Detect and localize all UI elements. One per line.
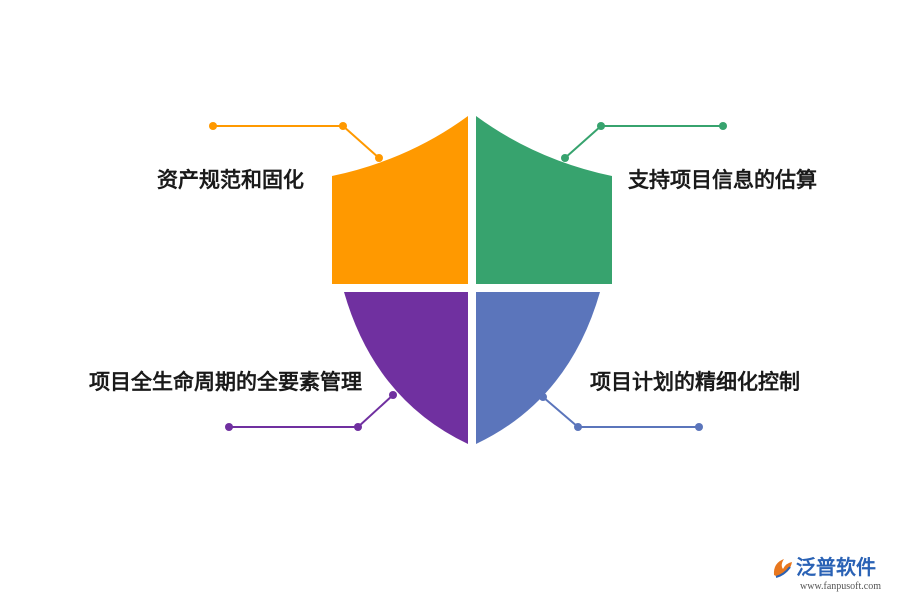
connector-top-left — [213, 125, 380, 159]
quadrant-bottom-left — [344, 292, 468, 444]
watermark: 泛普软件 www.fanpusoft.com — [770, 553, 894, 597]
connector-dot — [719, 122, 727, 130]
connector-dot — [539, 393, 547, 401]
watermark-url: www.fanpusoft.com — [800, 581, 882, 592]
connector-dot — [339, 122, 347, 130]
connector-dot — [375, 154, 383, 162]
label-bottom-left: 项目全生命周期的全要素管理 — [89, 370, 362, 394]
connector-dot — [389, 391, 397, 399]
connector-dot — [225, 423, 233, 431]
quadrant-bottom-right — [476, 292, 600, 444]
connector-dot — [561, 154, 569, 162]
watermark-brand: 泛普软件 — [796, 555, 876, 579]
quadrant-top-right — [476, 116, 612, 284]
brand-logo-icon — [773, 559, 792, 578]
label-top-left: 资产规范和固化 — [157, 168, 304, 192]
quadrant-top-left — [332, 116, 468, 284]
connector-dot — [574, 423, 582, 431]
connector-bottom-right — [542, 396, 699, 428]
label-bottom-right: 项目计划的精细化控制 — [590, 370, 800, 394]
connector-bottom-left — [229, 394, 394, 428]
connector-top-right — [564, 125, 723, 159]
connector-dot — [695, 423, 703, 431]
connector-dot — [354, 423, 362, 431]
label-top-right: 支持项目信息的估算 — [628, 168, 817, 192]
connector-dot — [597, 122, 605, 130]
connector-dot — [209, 122, 217, 130]
